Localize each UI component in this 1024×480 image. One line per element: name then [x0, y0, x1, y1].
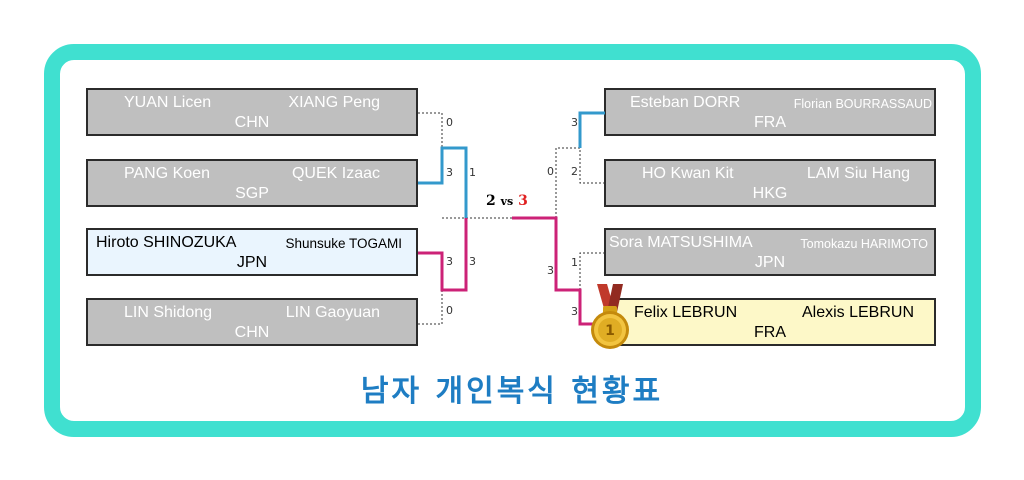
player-1: PANG Koen — [124, 165, 210, 182]
player-2: Shunsuke TOGAMI — [285, 236, 402, 251]
player-1: Hiroto SHINOZUKA — [96, 234, 237, 251]
gold-medal-icon: 1 — [591, 284, 629, 349]
team-box-right-2: HO Kwan Kit LAM Siu Hang HKG — [604, 159, 936, 207]
score-right-r2-2: 3 — [547, 264, 554, 277]
score-left-r1-2: 3 — [446, 166, 453, 179]
score-right-r1-2: 2 — [571, 165, 578, 178]
left-r1-bottom-dashed — [418, 290, 443, 325]
left-pink-path — [418, 218, 468, 292]
team-box-right-4-winner: Felix LEBRUN Alexis LEBRUN FRA — [604, 298, 936, 346]
player-2: QUEK Izaac — [291, 165, 380, 182]
score-left-r1-4: 0 — [446, 304, 453, 317]
score-left-r1-1: 0 — [446, 116, 453, 129]
final-left-score: 2 — [486, 193, 496, 209]
player-2: Tomokazu HARIMOTO — [800, 237, 928, 251]
right-r1-upper-dashed — [579, 148, 605, 184]
player-2: Alexis LEBRUN — [801, 304, 914, 321]
country: FRA — [754, 324, 786, 341]
score-right-r1-4: 3 — [571, 305, 578, 318]
country: FRA — [754, 114, 786, 131]
score-left-r2-1: 1 — [469, 166, 476, 179]
score-right-r1-1: 3 — [571, 116, 578, 129]
right-blue-path — [578, 111, 605, 148]
right-r1-lower-dashed — [579, 252, 605, 290]
player-1: LIN Shidong — [124, 304, 213, 321]
team-box-right-1: Esteban DORR Florian BOURRASSAUD FRA — [604, 88, 936, 136]
final-right-score: 3 — [518, 193, 528, 209]
country: HKG — [752, 185, 788, 202]
player-2: Florian BOURRASSAUD — [793, 97, 932, 111]
score-right-r2-1: 0 — [547, 165, 554, 178]
country: SGP — [235, 185, 269, 202]
player-2: LIN Gaoyuan — [285, 304, 380, 321]
final-vs-label: vs — [500, 195, 514, 208]
final-result: 2 vs 3 — [486, 193, 528, 209]
country: JPN — [754, 254, 786, 271]
player-1: Felix LEBRUN — [634, 304, 738, 321]
left-blue-path — [418, 146, 468, 218]
team-box-left-2: PANG Koen QUEK Izaac SGP — [86, 159, 418, 207]
right-r2-dashed — [555, 147, 580, 218]
team-box-left-3: Hiroto SHINOZUKA Shunsuke TOGAMI JPN — [86, 228, 418, 276]
medal-label: 1 — [605, 323, 615, 339]
country: CHN — [234, 324, 270, 341]
page-title: 남자 개인복식 현황표 — [360, 374, 664, 409]
team-box-right-3: Sora MATSUSHIMA Tomokazu HARIMOTO JPN — [604, 228, 936, 276]
player-2: XIANG Peng — [288, 94, 380, 111]
team-box-left-1: YUAN Licen XIANG Peng CHN — [86, 88, 418, 136]
score-left-r2-2: 3 — [469, 255, 476, 268]
player-1: Esteban DORR — [630, 94, 741, 111]
country: JPN — [236, 254, 268, 271]
score-left-r1-3: 3 — [446, 255, 453, 268]
right-pink-path — [512, 216, 605, 326]
score-right-r1-3: 1 — [571, 256, 578, 269]
player-1: YUAN Licen — [124, 94, 212, 111]
left-r2-dashed — [442, 148, 467, 219]
player-1: Sora MATSUSHIMA — [609, 234, 753, 251]
left-r1-top-dashed — [418, 112, 443, 148]
country: CHN — [234, 114, 270, 131]
team-box-left-4: LIN Shidong LIN Gaoyuan CHN — [86, 298, 418, 346]
player-1: HO Kwan Kit — [642, 165, 734, 182]
player-2: LAM Siu Hang — [806, 165, 910, 182]
